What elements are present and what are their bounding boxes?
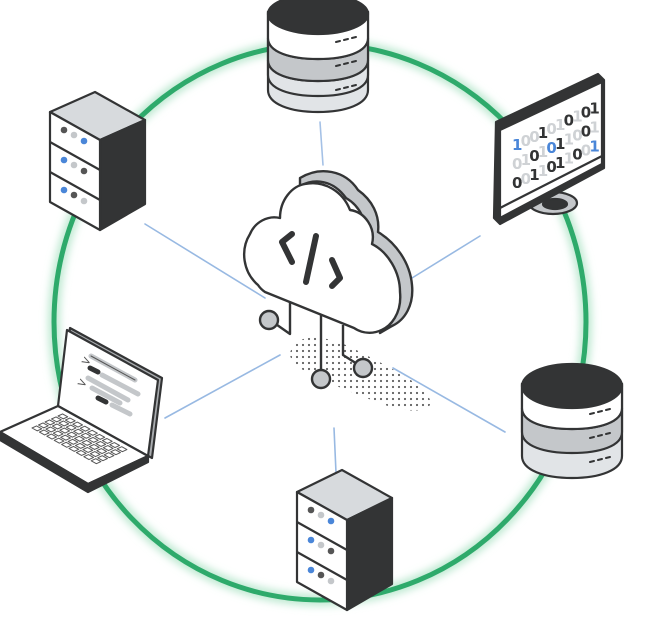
binary-digit: 1 — [589, 138, 599, 156]
binary-digit: 1 — [538, 124, 548, 142]
laptop-key — [66, 431, 78, 438]
laptop-key — [103, 452, 115, 459]
binary-digit: 0 — [529, 147, 539, 165]
binary-digit: 1 — [529, 166, 539, 184]
connector-node-middle — [310, 368, 332, 390]
binary-digit: 0 — [521, 132, 531, 150]
laptop-key — [79, 425, 91, 432]
laptop-key — [52, 430, 64, 437]
binary-digit: 1 — [512, 136, 522, 154]
binary-digit: 0 — [529, 128, 539, 146]
binary-digit: 0 — [521, 170, 531, 188]
spoke-left — [164, 354, 281, 419]
binary-digit: 0 — [512, 155, 522, 173]
laptop-key — [46, 433, 58, 440]
laptop-key — [31, 425, 43, 432]
binary-digit: 0 — [546, 158, 556, 176]
laptop-key — [80, 432, 92, 439]
laptop-key — [67, 438, 79, 445]
laptop-key — [58, 420, 70, 427]
laptop-key — [45, 426, 57, 433]
binary-digit: 1 — [521, 151, 531, 169]
laptop-key — [68, 445, 80, 452]
laptop-key — [75, 442, 86, 449]
laptop-key — [101, 438, 113, 444]
laptop-key — [109, 442, 121, 449]
laptop-key — [72, 421, 84, 428]
code-brackets-icon — [279, 231, 343, 289]
spoke-top-right — [411, 235, 481, 279]
binary-digit: 1 — [538, 143, 548, 161]
laptop-key — [90, 458, 102, 465]
laptop-key — [75, 450, 87, 456]
binary-digit: 0 — [546, 120, 556, 138]
binary-digit: 1 — [555, 116, 565, 134]
spoke-top-left — [144, 223, 266, 299]
laptop-key — [94, 433, 106, 440]
server-bottom[interactable] — [295, 468, 394, 612]
binary-digit: 0 — [572, 127, 582, 145]
spoke-top — [319, 121, 324, 166]
laptop-key — [81, 439, 93, 446]
binary-digit: 1 — [572, 108, 582, 126]
laptop-key — [88, 444, 100, 450]
laptop-key — [110, 449, 121, 456]
binary-digit: 0 — [581, 142, 591, 160]
binary-digit: 1 — [538, 162, 548, 180]
database-right[interactable] — [520, 362, 624, 480]
laptop-key — [65, 424, 77, 431]
cloud — [242, 170, 414, 390]
laptop[interactable]: > > — [0, 326, 164, 494]
laptop-key — [73, 428, 84, 435]
laptop-key — [96, 448, 108, 455]
laptop-key — [74, 435, 85, 442]
binary-digit: 1 — [564, 131, 574, 149]
connector-node-left — [258, 309, 280, 331]
binary-digit: 0 — [572, 146, 582, 164]
binary-digit: 0 — [546, 139, 556, 157]
laptop-key — [97, 455, 108, 462]
laptop-key — [57, 413, 69, 420]
laptop-key — [53, 437, 65, 444]
laptop-key — [51, 416, 62, 423]
laptop-key — [88, 436, 99, 443]
binary-digit: 0 — [512, 174, 522, 192]
spoke-right — [392, 367, 506, 433]
binary-digit: 1 — [555, 135, 565, 153]
binary-digit: 1 — [555, 154, 565, 172]
laptop-key — [87, 429, 98, 436]
laptop-key — [83, 454, 95, 461]
binary-digit: 1 — [564, 150, 574, 168]
laptop-key — [38, 429, 50, 436]
laptop-key — [51, 423, 63, 430]
laptop-key — [89, 451, 101, 458]
database-top[interactable] — [266, 0, 370, 114]
laptop-screen: > > — [75, 352, 141, 417]
laptop-key — [82, 447, 94, 453]
laptop-key — [61, 441, 72, 448]
server-top-left[interactable] — [48, 90, 147, 232]
binary-digit: 1 — [589, 119, 599, 137]
laptop-key — [38, 422, 49, 429]
laptop-keyboard — [31, 413, 128, 465]
binary-digit: 0 — [581, 104, 591, 122]
laptop-key — [116, 446, 128, 453]
laptop-key — [95, 441, 107, 447]
binary-digit: 1 — [589, 100, 599, 118]
laptop-key — [59, 427, 71, 434]
connector-node-right — [352, 357, 374, 379]
laptop-key — [102, 445, 114, 452]
binary-digit: 0 — [564, 112, 574, 130]
laptop-key — [64, 417, 76, 424]
laptop-key — [60, 434, 71, 441]
binary-digit: 0 — [581, 123, 591, 141]
laptop-key — [44, 419, 56, 426]
